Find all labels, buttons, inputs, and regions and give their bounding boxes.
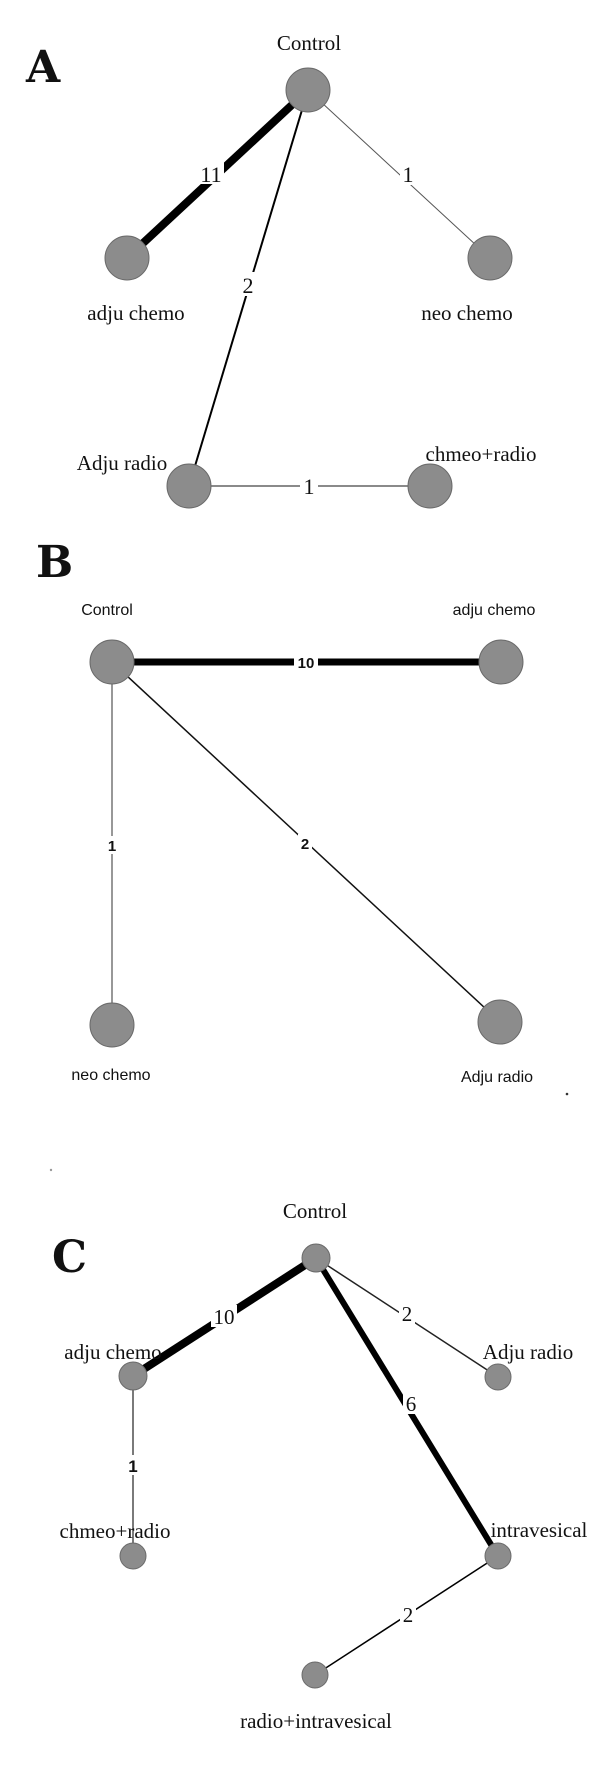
panel-b-label-control: Control (81, 602, 133, 619)
panel-c-label-adju-chemo: adju chemo (64, 1340, 161, 1364)
panel-c-edge-label-1: 1 (128, 1457, 137, 1476)
panel-c-label-adju-radio: Adju radio (483, 1340, 573, 1364)
panel-b-node-adju-radio (477, 999, 523, 1045)
panel-a-edge-label-2: 2 (243, 273, 254, 298)
stray-dot (565, 1092, 569, 1096)
panel-b-letter: B (36, 537, 73, 588)
panel-a-label-adju-radio: Adju radio (77, 451, 167, 475)
panel-a-edge-label-1b: 1 (304, 474, 315, 499)
panel-c-node-adju-radio (484, 1363, 512, 1391)
panel-a: A 11 1 2 1 Control adju chemo neo chemo … (25, 31, 537, 509)
panel-a-node-adju-radio (166, 463, 212, 509)
panel-c-node-intravesical (484, 1542, 512, 1570)
stray-dot (49, 1168, 53, 1172)
panel-a-label-control: Control (277, 31, 341, 55)
panel-a-label-chemo-radio: chmeo+radio (426, 442, 537, 466)
panel-b: B 10 1 2 Control adju chemo neo chemo Ad… (36, 537, 569, 1172)
panel-b-edge-label-10: 10 (298, 655, 315, 672)
panel-a-edge-control-neo-chemo (307, 89, 491, 259)
panel-a-node-chemo-radio (407, 463, 453, 509)
panel-b-label-neo-chemo: neo chemo (71, 1067, 150, 1084)
panel-a-label-neo-chemo: neo chemo (421, 301, 513, 325)
panel-a-node-neo-chemo (467, 235, 513, 281)
panel-c-node-adju-chemo (118, 1361, 148, 1391)
panel-b-label-adju-radio: Adju radio (461, 1069, 533, 1086)
panel-b-node-control (89, 639, 135, 685)
panel-c-node-chemo-radio (119, 1542, 147, 1570)
panel-a-letter: A (25, 42, 61, 93)
panel-c-edge-label-2b: 2 (403, 1603, 414, 1627)
panel-a-node-adju-chemo (104, 235, 150, 281)
panel-b-edge-label-1: 1 (108, 838, 116, 855)
panel-c-node-radio-intravesical (301, 1661, 329, 1689)
panel-b-node-adju-chemo (478, 639, 524, 685)
panel-c-label-radio-intravesical: radio+intravesical (240, 1709, 392, 1733)
panel-a-edge-label-11: 11 (200, 162, 221, 187)
panel-b-label-adju-chemo: adju chemo (453, 602, 536, 619)
panel-c-label-intravesical: intravesical (491, 1518, 588, 1542)
panel-b-edge-label-2: 2 (301, 836, 309, 853)
panel-c-letter: C (52, 1232, 87, 1283)
panel-c-label-chemo-radio: chmeo+radio (60, 1519, 171, 1543)
panel-a-edge-label-1: 1 (403, 162, 414, 187)
panel-b-node-neo-chemo (89, 1002, 135, 1048)
panel-a-label-adju-chemo: adju chemo (87, 301, 184, 325)
panel-c-edge-label-10: 10 (214, 1305, 235, 1329)
panel-c-label-control: Control (283, 1199, 347, 1223)
panel-c-edge-label-6: 6 (406, 1392, 417, 1416)
panel-c-edge-label-2: 2 (402, 1302, 413, 1326)
panel-a-node-control (285, 67, 331, 113)
panel-c: C 10 2 6 1 2 Control adju chemo Adju rad… (52, 1199, 588, 1733)
panel-c-node-control (301, 1243, 331, 1273)
